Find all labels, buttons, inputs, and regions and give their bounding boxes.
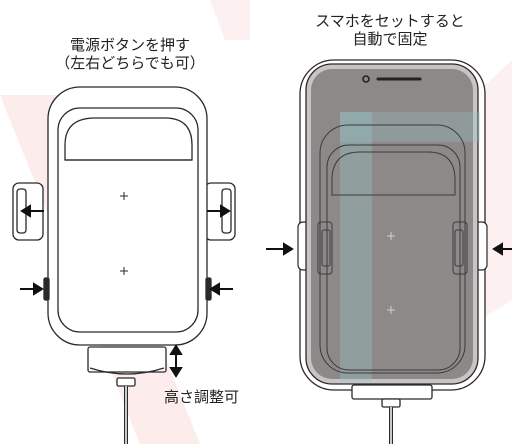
- right-caption-line2: 自動で固定: [352, 30, 428, 48]
- cable-connector: [116, 377, 136, 387]
- arrow-icon: [266, 242, 512, 256]
- right-holder: [297, 59, 488, 444]
- left-power-button: [43, 277, 50, 301]
- left-caption-line2: （左右どちらでも可）: [55, 54, 205, 72]
- left-caption: 電源ボタンを押す （左右どちらでも可）: [15, 36, 245, 72]
- left-holder-upper-cup: [64, 117, 193, 161]
- left-holder-plate: [57, 107, 199, 333]
- cable-connector: [381, 398, 401, 408]
- smartphone-screen: [311, 69, 473, 379]
- crosshair-icon: [120, 192, 128, 275]
- height-adjust-label: 高さ調整可: [164, 388, 240, 406]
- double-arrow-icon: [169, 344, 183, 378]
- left-holder: [12, 86, 236, 444]
- arrow-icon: [20, 204, 233, 296]
- ghost-holder-outline: [317, 124, 468, 374]
- phone-camera: [362, 75, 370, 83]
- left-holder-base: [87, 346, 167, 373]
- right-holder-base: [351, 384, 433, 400]
- left-caption-line1: 電源ボタンを押す: [69, 36, 190, 54]
- right-caption-line1: スマホをセットすると: [315, 12, 465, 30]
- crosshair-icon: [387, 232, 395, 314]
- right-caption: スマホをセットすると 自動で固定: [270, 12, 510, 48]
